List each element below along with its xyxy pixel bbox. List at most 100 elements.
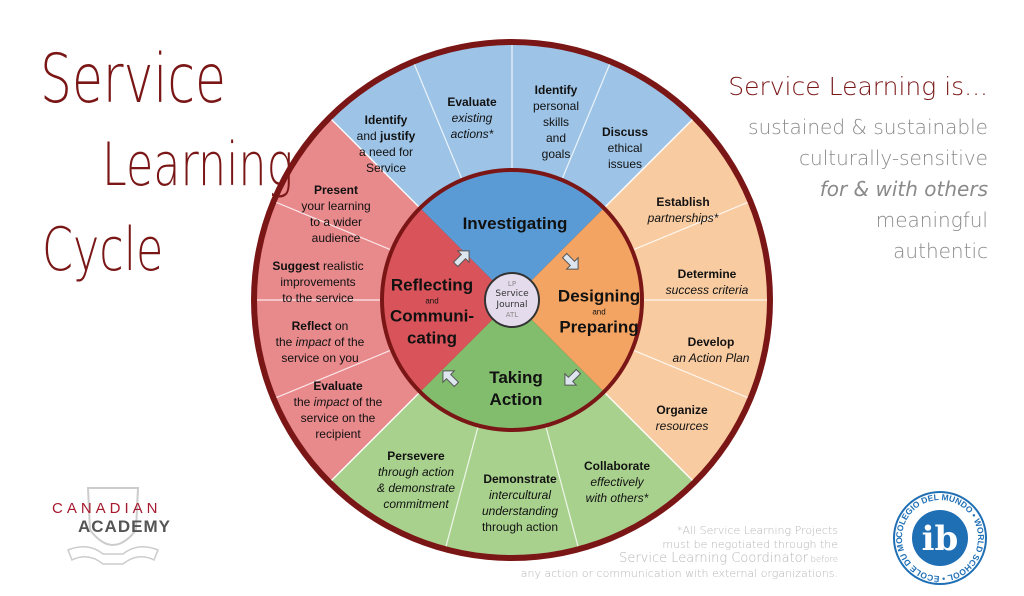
segment-text: on (331, 319, 349, 333)
inner-quadrant-designing (512, 209, 640, 391)
canadian-academy-logo: CANADIAN ACADEMY (48, 480, 178, 575)
segment-line: with others* (584, 490, 650, 506)
segment-divider (276, 201, 394, 252)
segment-line: & demonstrate (377, 480, 455, 496)
segment-text: existing (451, 111, 493, 125)
segment-line: resources (656, 418, 709, 434)
segment-text: Present (313, 183, 359, 197)
segment-divider (331, 390, 422, 481)
segment-text: skills (543, 115, 569, 129)
stage-reflecting-and: and (425, 296, 439, 306)
footnote-line1: *All Service Learning Projects (676, 524, 838, 537)
segment-text: partnerships* (647, 211, 719, 225)
segment-text: the (293, 395, 314, 409)
segment-line: success criteria (666, 282, 749, 298)
segment-text: impact (295, 335, 331, 349)
segment-designing: Organize resources (656, 402, 709, 434)
segment-divider (445, 423, 480, 547)
segment-line: through action (377, 464, 455, 480)
segment-text: the (275, 335, 296, 349)
footnote: *All Service Learning Projects must be n… (521, 524, 838, 581)
segment-text: resources (655, 419, 709, 433)
inner-quadrant-taking-action (421, 300, 603, 428)
segment-line: to the service (272, 290, 363, 306)
segment-text: your learning (301, 199, 371, 213)
segment-line: existing (447, 110, 496, 126)
segment-divider (630, 201, 748, 252)
stage-designing-and: and (592, 307, 606, 317)
cycle-arrow-icon (564, 368, 582, 386)
segment-line: goals (533, 146, 579, 162)
segment-line: commitment (377, 496, 455, 512)
segment-divider (630, 348, 748, 399)
segment-text: Service (365, 161, 407, 175)
segment-text: recipient (315, 427, 361, 441)
segment-line: an Action Plan (673, 350, 750, 366)
stage-designing-line2: Preparing (559, 317, 639, 337)
segment-reflecting: Present your learning to a wider audience (301, 182, 370, 246)
segment-line: Suggest realistic (272, 258, 363, 274)
logo-academy: ACADEMY (78, 517, 171, 536)
segment-text: Reflect (291, 319, 332, 333)
outer-quadrant-taking-action (331, 390, 693, 555)
footnote-line4: any action or communication with externa… (520, 567, 838, 580)
stage-taking-action-line2: Action (489, 390, 543, 409)
segment-line: Develop (673, 334, 750, 350)
inner-quadrant-reflecting (383, 209, 512, 391)
crest-icon (67, 487, 159, 565)
segment-line: issues (602, 156, 648, 172)
segment-line: skills (533, 114, 579, 130)
segment-text: an Action Plan (672, 351, 750, 365)
segment-text: effectively (590, 475, 644, 489)
segment-line: your learning (301, 198, 370, 214)
ib-world-school-logo: COLEGIO DEL MUNDO • WORLD SCHOOL • ÉCOLE… (892, 490, 987, 585)
segment-line: personal (533, 98, 579, 114)
segment-text: of the (349, 395, 383, 409)
segment-text: audience (311, 231, 361, 245)
cycle-arrow-icon (442, 370, 460, 388)
segment-line: actions* (447, 126, 496, 142)
segment-text: success criteria (665, 283, 749, 297)
segment-text: justify (380, 129, 416, 143)
segment-text: Persevere (387, 449, 445, 463)
segment-line: ethical (602, 140, 648, 156)
stage-taking-action: Taking Action (489, 367, 543, 411)
segment-line: to a wider (301, 214, 370, 230)
segment-text: commitment (383, 497, 449, 511)
quality-3: for & with others (819, 177, 988, 201)
cycle-arrow-icon (561, 252, 579, 270)
segment-text: personal (532, 99, 580, 113)
stage-investigating-label: Investigating (462, 214, 568, 233)
segment-text: through action (481, 520, 559, 534)
segment-line: Discuss (602, 124, 648, 140)
center-lp: LP (507, 280, 517, 288)
service-learning-qualities: sustained & sustainable culturally-sensi… (748, 112, 988, 267)
segment-line: recipient (294, 426, 383, 442)
quality-1: sustained & sustainable (748, 115, 988, 139)
segment-text: Organize (656, 403, 708, 417)
segment-text: Discuss (601, 125, 649, 139)
segment-designing: Establish partnerships* (648, 194, 719, 226)
segment-line: Determine (666, 266, 749, 282)
stage-investigating: Investigating (463, 213, 568, 235)
segment-text: Identify (364, 113, 408, 127)
segment-line: the impact of the (276, 334, 365, 350)
segment-text: realistic (319, 259, 364, 273)
segment-text: with others* (585, 491, 649, 505)
inner-quadrant-investigating (421, 172, 603, 300)
segment-text: Establish (656, 195, 710, 209)
footnote-line2: must be negotiated through the (662, 538, 838, 551)
segment-text: to a wider (309, 215, 363, 229)
center-atl: ATL (505, 311, 519, 319)
segment-line: understanding (482, 503, 558, 519)
title-learning: Learning (102, 130, 294, 200)
segment-text: service on the (300, 411, 376, 425)
segment-line: Establish (648, 194, 719, 210)
segment-text: Evaluate (313, 379, 363, 393)
